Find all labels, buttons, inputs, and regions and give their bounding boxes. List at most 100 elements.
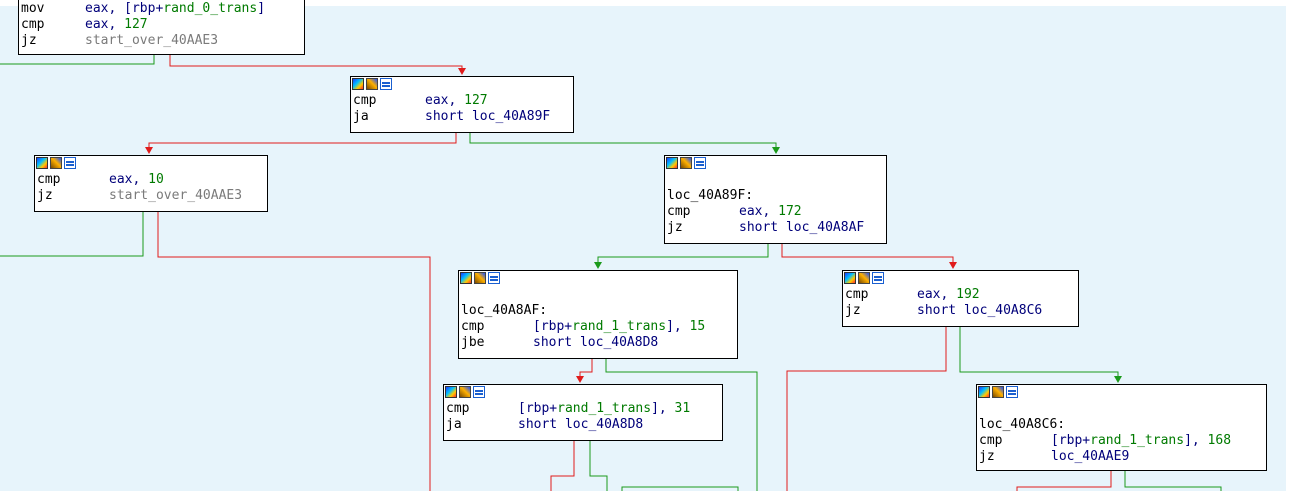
edit-icon[interactable] — [459, 386, 471, 398]
blank-line — [977, 401, 1266, 417]
operand: eax, — [109, 172, 149, 187]
instruction-line[interactable]: cmp eax, 127 — [351, 93, 573, 109]
operand: 15 — [689, 319, 706, 334]
edit-icon[interactable] — [366, 78, 378, 90]
graph-icon[interactable] — [460, 272, 472, 284]
edge-n6-red — [550, 441, 575, 491]
operand[interactable]: short loc_40A8D8 — [533, 335, 659, 350]
operand: ], — [666, 319, 690, 334]
graph-icon[interactable] — [352, 78, 364, 90]
operand: ], — [651, 401, 675, 416]
edit-icon[interactable] — [992, 386, 1004, 398]
edit-icon[interactable] — [680, 157, 692, 169]
edge-arrow — [1114, 376, 1122, 383]
operand: ] — [257, 1, 266, 16]
xref-icon[interactable] — [380, 78, 392, 90]
mnemonic: cmp — [979, 433, 1003, 448]
edge-n0-out — [0, 55, 155, 65]
edge-arrow — [576, 376, 584, 383]
graph-icon[interactable] — [978, 386, 990, 398]
xref-icon[interactable] — [64, 157, 76, 169]
xref-icon[interactable] — [694, 157, 706, 169]
edge-n3-n4 — [597, 244, 769, 266]
edge-n5-n7 — [959, 327, 1119, 380]
mnemonic: cmp — [353, 93, 377, 108]
operand: 192 — [956, 287, 980, 302]
operand[interactable]: loc_40AAE9 — [1051, 449, 1130, 464]
instruction-line[interactable]: cmp[rbp+rand_1_trans], 31 — [444, 401, 722, 417]
instruction-line[interactable]: cmp[rbp+rand_1_trans], 168 — [977, 433, 1266, 449]
edge-n2-red — [157, 212, 431, 491]
code-block-node[interactable]: cmp eax, 10 jz start_over_40AAE3 — [34, 155, 268, 212]
edit-icon[interactable] — [50, 157, 62, 169]
operand[interactable]: short loc_40A8D8 — [518, 417, 644, 432]
operand: rand_1_trans — [1090, 433, 1185, 448]
mnemonic: jz — [667, 220, 683, 235]
edge-n6-green2 — [621, 486, 739, 491]
graph-icon[interactable] — [844, 272, 856, 284]
mnemonic: jz — [37, 188, 53, 203]
graph-icon[interactable] — [445, 386, 457, 398]
node-header — [977, 385, 1266, 401]
operand: 127 — [464, 93, 488, 108]
xref-icon[interactable] — [1006, 386, 1018, 398]
instruction-line[interactable]: cmp eax, 10 — [35, 172, 267, 188]
mnemonic: cmp — [21, 17, 45, 32]
edge-arrow — [458, 68, 466, 75]
instruction-line[interactable]: cmp[rbp+rand_1_trans], 15 — [459, 319, 737, 335]
graph-icon[interactable] — [36, 157, 48, 169]
operand: rand_1_trans — [557, 401, 652, 416]
edge-n0-n1 — [169, 55, 463, 72]
edge-n4-green — [605, 359, 758, 491]
node-header — [35, 156, 267, 172]
operand[interactable]: short loc_40A8C6 — [917, 303, 1043, 318]
operand: [rbp+ — [533, 319, 573, 334]
instruction-line[interactable]: jz start_over_40AAE3 — [35, 188, 267, 204]
mnemonic: cmp — [37, 172, 61, 187]
operand: eax, — [425, 93, 465, 108]
edit-icon[interactable] — [474, 272, 486, 284]
mnemonic: cmp — [461, 319, 485, 334]
graph-icon[interactable] — [666, 157, 678, 169]
operand: 168 — [1207, 433, 1232, 448]
operand[interactable]: short loc_40A8AF — [739, 220, 865, 235]
instruction-line[interactable]: ja short loc_40A8D8 — [444, 417, 722, 433]
operand: eax, [rbp+ — [85, 1, 164, 16]
xref-icon[interactable] — [872, 272, 884, 284]
node-header — [665, 156, 886, 172]
xref-icon[interactable] — [473, 386, 485, 398]
operand[interactable]: start_over_40AAE3 — [85, 33, 219, 48]
operand: 10 — [148, 172, 164, 187]
node-header — [351, 77, 573, 93]
edit-icon[interactable] — [858, 272, 870, 284]
mnemonic: ja — [446, 417, 462, 432]
edge-n6-green — [589, 441, 608, 491]
mnemonic: cmp — [845, 287, 869, 302]
node-header — [444, 385, 722, 401]
edge-n1-n3 — [469, 133, 777, 151]
operand[interactable]: start_over_40AAE3 — [109, 188, 243, 203]
xref-icon[interactable] — [488, 272, 500, 284]
location-label: loc_40A8AF: — [461, 303, 548, 318]
blank-line — [665, 172, 886, 188]
operand[interactable]: short loc_40A89F — [425, 109, 551, 124]
instruction-line[interactable]: jz short loc_40A8AF — [665, 220, 886, 236]
